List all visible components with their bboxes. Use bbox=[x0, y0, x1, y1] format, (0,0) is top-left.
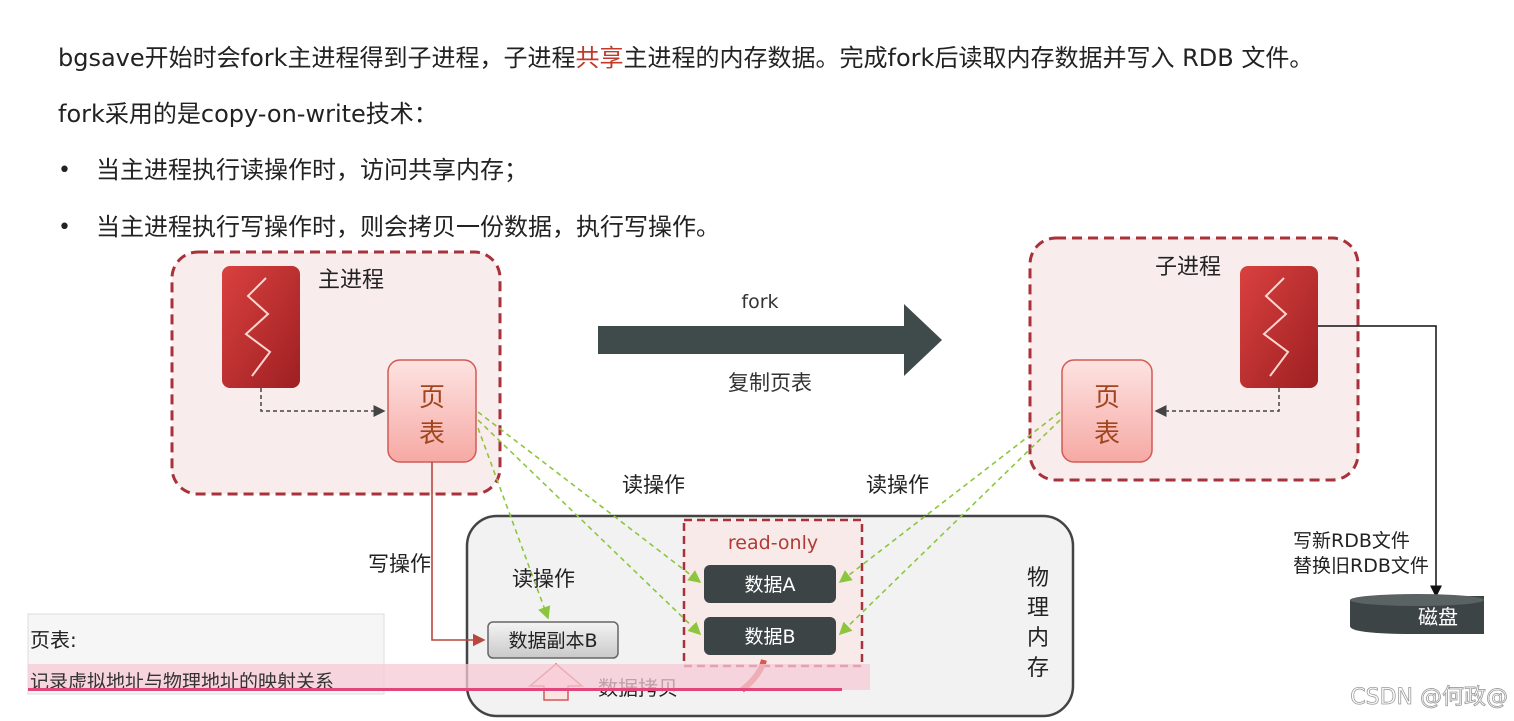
child-read-to-data-a bbox=[838, 411, 1061, 583]
physical-memory-char-2: 理 bbox=[1027, 596, 1049, 621]
child-page-table-char-1: 页 bbox=[1094, 383, 1120, 413]
write-rdb-label-2: 替换旧RDB文件 bbox=[1293, 555, 1429, 577]
child-process-icon bbox=[1240, 266, 1318, 388]
data-a-label: 数据A bbox=[745, 574, 796, 596]
main-read-to-copy-b bbox=[477, 427, 551, 620]
read-op-left-label: 读操作 bbox=[622, 473, 685, 497]
fork-arrow bbox=[598, 304, 942, 376]
main-page-table-char-2: 表 bbox=[419, 419, 445, 449]
write-op-line bbox=[431, 462, 486, 647]
bullet-read: 当主进程执行读操作时，访问共享内存； bbox=[96, 156, 528, 184]
data-b-label: 数据B bbox=[744, 626, 795, 648]
main-process-squiggle bbox=[244, 277, 272, 377]
disk-icon bbox=[1350, 596, 1484, 634]
main-icon-to-pagetable bbox=[260, 388, 386, 417]
data-b-box bbox=[704, 617, 836, 655]
main-page-table-char-1: 页 bbox=[419, 383, 445, 413]
bullet-dot-2: • bbox=[58, 215, 71, 240]
main-process-label: 主进程 bbox=[318, 268, 384, 293]
data-copy-b-label: 数据副本B bbox=[508, 630, 597, 652]
bullet-write: 当主进程执行写操作时，则会拷贝一份数据，执行写操作。 bbox=[96, 213, 720, 241]
read-op-inner-label: 读操作 bbox=[512, 567, 575, 591]
watermark: CSDN @何政@ bbox=[1350, 685, 1508, 710]
child-page-table-char-2: 表 bbox=[1094, 419, 1120, 449]
child-process-squiggle bbox=[1262, 277, 1290, 377]
page-table-note-title: 页表: bbox=[30, 628, 77, 652]
child-read-to-data-b bbox=[838, 419, 1061, 636]
child-page-table bbox=[1061, 359, 1153, 463]
main-read-to-data-a bbox=[477, 411, 702, 583]
data-copy-b-box bbox=[487, 621, 619, 659]
write-rdb-label-1: 写新RDB文件 bbox=[1293, 530, 1410, 552]
highlight-shared: 共享 bbox=[575, 44, 624, 72]
intro-line: bgsave开始时会fork主进程得到子进程，子进程共享主进程的内存数据。完成f… bbox=[58, 44, 1314, 72]
disk-label: 磁盘 bbox=[1418, 605, 1458, 629]
physical-memory-char-4: 存 bbox=[1027, 656, 1049, 681]
page-table-note-desc: 记录虚拟地址与物理地址的映射关系 bbox=[30, 671, 334, 693]
read-only-label: read-only bbox=[728, 532, 818, 554]
physical-memory-char-3: 内 bbox=[1027, 626, 1049, 651]
main-process-icon bbox=[222, 266, 300, 388]
data-a-box bbox=[704, 565, 836, 603]
cow-line: fork采用的是copy-on-write技术： bbox=[58, 100, 438, 128]
bullet-dot-1: • bbox=[58, 158, 71, 183]
copy-page-table-label: 复制页表 bbox=[728, 371, 812, 395]
main-read-to-data-b bbox=[477, 419, 702, 636]
fork-label: fork bbox=[741, 291, 778, 313]
child-process-label: 子进程 bbox=[1155, 255, 1221, 280]
note-pink-band bbox=[28, 664, 870, 690]
child-icon-to-pagetable bbox=[1154, 388, 1280, 417]
read-op-right-label: 读操作 bbox=[866, 473, 929, 497]
note-underline bbox=[28, 688, 842, 691]
child-to-disk-line bbox=[1318, 325, 1442, 598]
physical-memory-char-1: 物 bbox=[1027, 566, 1049, 591]
write-op-label: 写操作 bbox=[368, 552, 431, 576]
disk-top bbox=[1350, 594, 1484, 606]
